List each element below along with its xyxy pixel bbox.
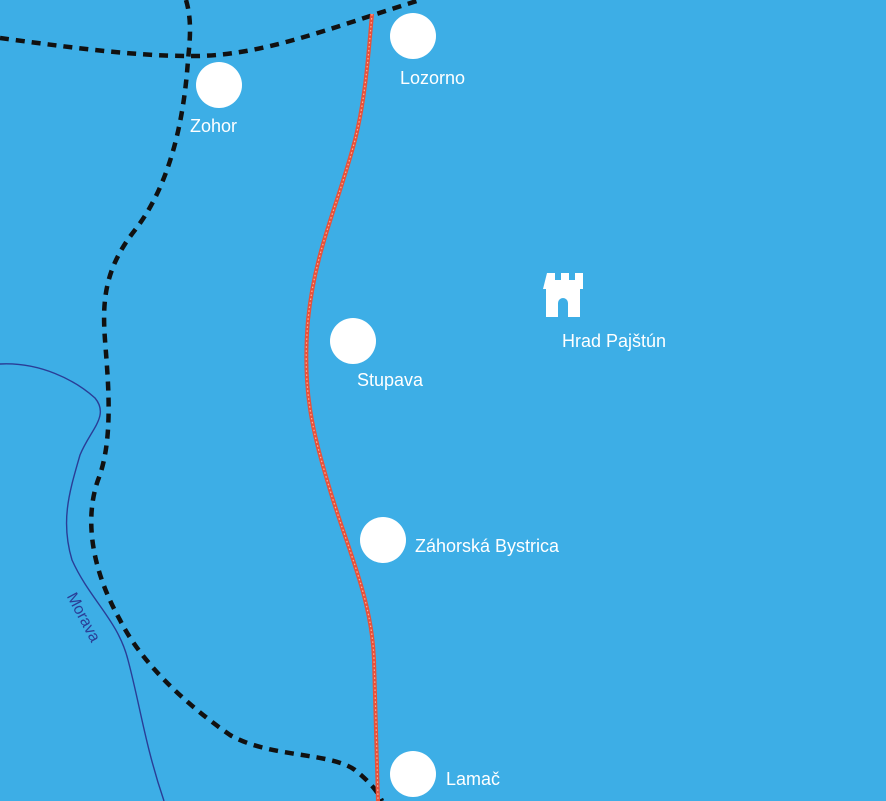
- town-marker-lozorno[interactable]: [390, 13, 436, 59]
- town-label-stupava: Stupava: [357, 370, 424, 390]
- town-marker-zahorska-bystrica[interactable]: [360, 517, 406, 563]
- river-morava-line: [0, 363, 165, 801]
- town-label-lamac: Lamač: [446, 769, 501, 789]
- route-line: [304, 13, 380, 801]
- town-marker-zohor[interactable]: [196, 62, 242, 108]
- town-label-zahorska-bystrica: Záhorská Bystrica: [415, 536, 560, 556]
- town-label-lozorno: Lozorno: [400, 68, 466, 88]
- landmark-label: Hrad Pajštún: [562, 331, 667, 351]
- town-label-zohor: Zohor: [190, 116, 238, 136]
- town-marker-stupava[interactable]: [330, 318, 376, 364]
- castle-icon[interactable]: [543, 273, 583, 317]
- border-dashed-main: [89, 0, 385, 801]
- town-marker-lamac[interactable]: [390, 751, 436, 797]
